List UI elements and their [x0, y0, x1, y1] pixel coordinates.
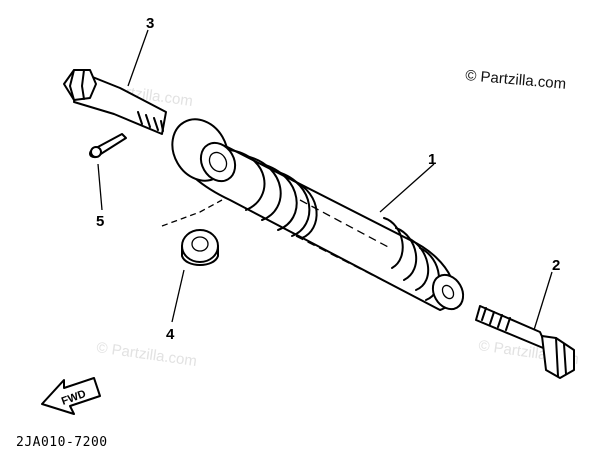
collar[interactable] [161, 199, 223, 266]
callout-4: 4 [166, 326, 175, 343]
part-code: 2JA010-7200 [16, 435, 108, 450]
fwd-arrow-icon: FWD [41, 377, 101, 415]
cotter-pin[interactable] [89, 133, 127, 159]
watermark: © Partzilla.com [95, 339, 197, 370]
shock-absorber[interactable] [161, 109, 469, 314]
leader-lines [97, 29, 553, 331]
callout-1: 1 [428, 151, 436, 168]
callout-2: 2 [552, 257, 560, 274]
copyright-text: © Partzilla.com [465, 67, 567, 93]
callout-3: 3 [146, 15, 154, 32]
callout-5: 5 [96, 213, 104, 230]
upper-bolt[interactable] [63, 69, 167, 135]
lower-bolt[interactable] [475, 305, 575, 379]
